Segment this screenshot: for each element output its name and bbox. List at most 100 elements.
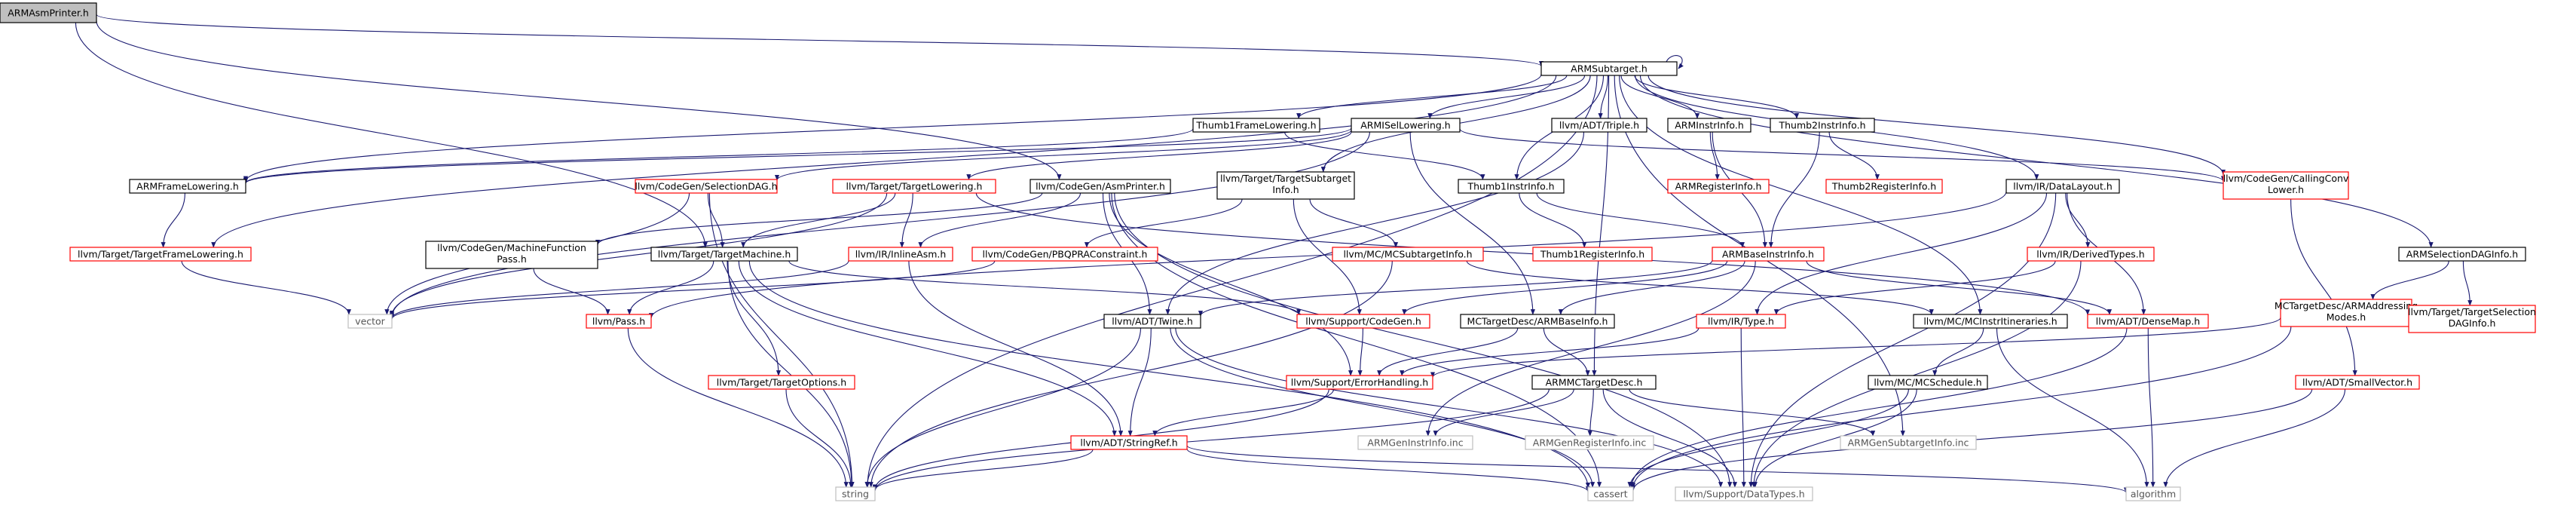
edge-sub-to-tfl	[211, 75, 1557, 248]
node-armmctd[interactable]: ARMMCTargetDesc.h	[1531, 375, 1657, 390]
edge-sub-to-armfl	[243, 74, 1542, 182]
edge-t1ii-to-armbii	[1536, 192, 1745, 248]
edge-tlower-to-tmachine	[741, 192, 896, 248]
edge-toptions-to-string	[785, 388, 854, 488]
node-box-armreginfo	[1667, 179, 1770, 194]
node-instrinfo[interactable]: ARMInstrInfo.h	[1667, 118, 1751, 133]
node-box-mfpass	[425, 241, 598, 269]
edge-sub-to-armseldag	[1639, 75, 2434, 248]
node-stringref[interactable]: llvm/ADT/StringRef.h	[1070, 435, 1188, 450]
edge-smallvec-to-algorithm	[2163, 388, 2346, 488]
edge-tsubinfo-to-pbqp	[1084, 198, 1243, 248]
node-box-irtype	[1696, 314, 1786, 329]
node-datalayout[interactable]: llvm/IR/DataLayout.h	[2005, 179, 2120, 194]
node-pbqp[interactable]: llvm/CodeGen/PBQPRAConstraint.h	[971, 247, 1158, 262]
node-tfl[interactable]: llvm/Target/TargetFrameLowering.h	[69, 247, 252, 262]
node-t2ii[interactable]: Thumb2InstrInfo.h	[1770, 118, 1875, 133]
edge-tmachine-to-string	[727, 260, 855, 488]
node-vector: vector	[347, 314, 393, 329]
node-box-codegen	[1296, 314, 1430, 329]
edge-irtype-to-errh	[1400, 327, 1699, 376]
edge-t1ii-to-t1reginfo	[1519, 192, 1587, 248]
node-box-smallvec	[2295, 375, 2420, 390]
node-label-tmachine: llvm/Target/TargetMachine.h	[658, 249, 791, 260]
node-label-sub: ARMSubtarget.h	[1571, 63, 1647, 75]
node-errh[interactable]: llvm/Support/ErrorHandling.h	[1286, 375, 1433, 390]
node-toptions[interactable]: llvm/Target/TargetOptions.h	[708, 375, 855, 390]
edge-isel-to-armbaseinfo	[1409, 131, 1535, 315]
node-label-vector: vector	[355, 316, 386, 327]
edge-codegen-to-errh	[1357, 327, 1363, 376]
node-mcitin[interactable]: llvm/MC/MCInstrItineraries.h	[1913, 314, 2068, 329]
edge-sub-to-t1fl	[1296, 75, 1568, 119]
edge-t1fl-to-armfl	[243, 128, 1194, 184]
node-box-pbqp	[971, 247, 1158, 262]
edge-inlineasm-to-stringref	[908, 260, 1124, 437]
node-smallvec[interactable]: llvm/ADT/SmallVector.h	[2295, 375, 2420, 390]
node-t1reginfo[interactable]: Thumb1RegisterInfo.h	[1532, 247, 1653, 262]
edge-armbaseinfo-to-errh	[1377, 327, 1519, 376]
node-densemap[interactable]: llvm/ADT/DenseMap.h	[2087, 314, 2209, 329]
edge-pbqp-to-vector	[390, 260, 996, 320]
node-armreginfo[interactable]: ARMRegisterInfo.h	[1667, 179, 1770, 194]
node-armbii[interactable]: ARMBaseInstrInfo.h	[1712, 247, 1825, 262]
edge-datalayout-to-derived	[2065, 192, 2091, 248]
node-irtype[interactable]: llvm/IR/Type.h	[1696, 314, 1786, 329]
node-label-datatypes: llvm/Support/DataTypes.h	[1683, 489, 1804, 500]
edge-armbaseinfo-to-armmctd	[1543, 327, 1590, 376]
node-sub[interactable]: ARMSubtarget.h	[1540, 61, 1678, 76]
edge-armbii-to-densemap	[1806, 260, 2113, 315]
node-mcsched[interactable]: llvm/MC/MCSchedule.h	[1868, 375, 1988, 390]
edge-datalayout-to-pass	[649, 191, 2007, 319]
node-seldag[interactable]: llvm/CodeGen/SelectionDAG.h	[635, 179, 778, 194]
edge-tfl-to-vector	[181, 260, 351, 315]
node-box-t2reginfo	[1825, 179, 1943, 194]
node-armbaseinfo[interactable]: MCTargetDesc/ARMBaseInfo.h	[1460, 314, 1615, 329]
node-inlineasm[interactable]: llvm/IR/InlineAsm.h	[848, 247, 953, 262]
node-label-toptions: llvm/Target/TargetOptions.h	[717, 377, 846, 388]
node-twine[interactable]: llvm/ADT/Twine.h	[1103, 314, 1201, 329]
node-armseldag[interactable]: ARMSelectionDAGInfo.h	[2398, 247, 2526, 262]
node-label-armfl: ARMFrameLowering.h	[136, 181, 239, 192]
node-box-armbii	[1712, 247, 1825, 262]
node-triple[interactable]: llvm/ADT/Triple.h	[1551, 118, 1647, 133]
node-tlower[interactable]: llvm/Target/TargetLowering.h	[832, 179, 996, 194]
node-asmprinter[interactable]: llvm/CodeGen/AsmPrinter.h	[1029, 179, 1171, 194]
edge-densemap-to-cassert	[1629, 327, 2128, 488]
node-isel[interactable]: ARMISelLowering.h	[1351, 118, 1461, 133]
node-tmachine[interactable]: llvm/Target/TargetMachine.h	[650, 247, 798, 262]
node-mcsub[interactable]: llvm/MC/MCSubtargetInfo.h	[1332, 247, 1484, 262]
edge-twine-to-cassert	[1170, 327, 1595, 488]
node-label-algorithm: algorithm	[2131, 489, 2176, 500]
node-t1fl[interactable]: Thumb1FrameLowering.h	[1192, 118, 1320, 133]
node-codegen[interactable]: llvm/Support/CodeGen.h	[1296, 314, 1430, 329]
node-label-triple: llvm/ADT/Triple.h	[1559, 120, 1639, 131]
node-label-codegen: llvm/Support/CodeGen.h	[1305, 316, 1421, 327]
node-box-armseldag	[2398, 247, 2526, 262]
edge-t1fl-to-t1ii	[1284, 131, 1485, 180]
node-box-datatypes	[1675, 486, 1813, 501]
node-box-datalayout	[2005, 179, 2120, 194]
node-label-asmprinter: llvm/CodeGen/AsmPrinter.h	[1036, 181, 1165, 192]
node-pass[interactable]: llvm/Pass.h	[586, 314, 652, 329]
edge-root-to-asmprinter	[96, 20, 1062, 180]
edge-seldag-to-tmachine	[707, 192, 725, 248]
node-box-inlineasm	[848, 247, 953, 262]
node-label-mcsub: llvm/MC/MCSubtargetInfo.h	[1343, 249, 1472, 260]
node-box-instrinfo	[1667, 118, 1751, 133]
node-t2reginfo[interactable]: Thumb2RegisterInfo.h	[1825, 179, 1943, 194]
node-t1ii[interactable]: Thumb1InstrInfo.h	[1458, 179, 1565, 194]
node-derived[interactable]: llvm/IR/DerivedTypes.h	[2027, 247, 2155, 262]
node-box-tlower	[832, 179, 996, 194]
node-armfl[interactable]: ARMFrameLowering.h	[129, 179, 246, 194]
node-label-t2ii: Thumb2InstrInfo.h	[1778, 120, 1865, 131]
node-box-triple	[1551, 118, 1647, 133]
